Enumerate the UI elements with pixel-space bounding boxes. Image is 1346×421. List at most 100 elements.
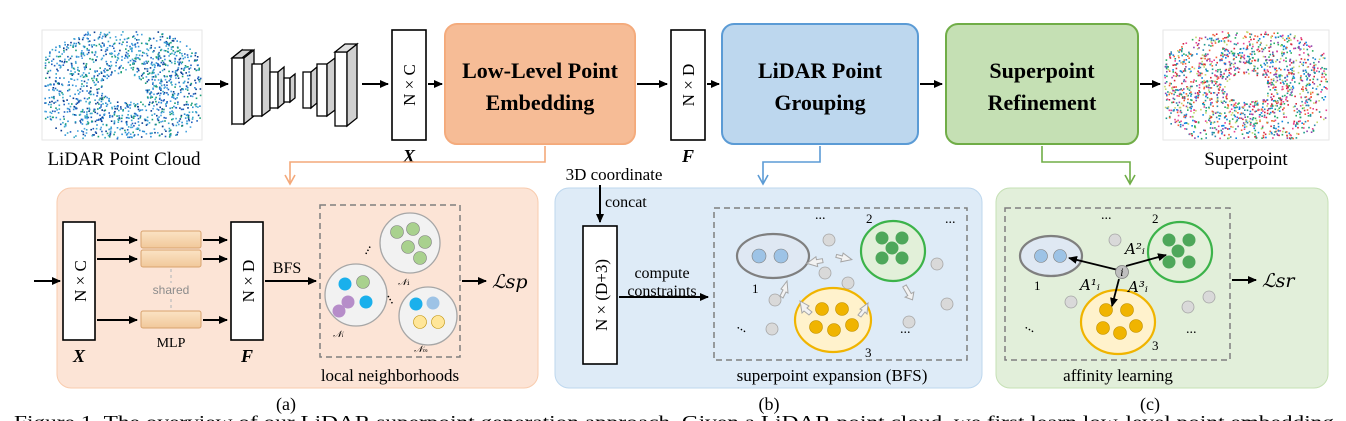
point-cloud-dot bbox=[1281, 79, 1284, 82]
point-cloud-dot bbox=[1195, 121, 1197, 123]
point-cloud-dot bbox=[1272, 83, 1274, 86]
point-cloud-dot bbox=[100, 58, 103, 61]
point-cloud-dot bbox=[1251, 50, 1253, 53]
point-cloud-dot bbox=[1268, 56, 1270, 58]
point-cloud-dot bbox=[63, 125, 66, 128]
point-cloud-dot bbox=[1183, 80, 1185, 83]
point-cloud-dot bbox=[1325, 87, 1327, 89]
point-cloud-dot bbox=[103, 71, 106, 73]
point-cloud-dot bbox=[91, 46, 93, 48]
point-cloud-dot bbox=[1295, 114, 1297, 117]
point-cloud-dot bbox=[1198, 63, 1201, 66]
point-cloud-dot bbox=[109, 52, 111, 55]
point-cloud-dot bbox=[1289, 134, 1291, 136]
point-cloud-dot bbox=[1170, 109, 1173, 112]
point-cloud-dot bbox=[80, 121, 82, 124]
point-cloud-dot bbox=[1269, 53, 1272, 56]
point-cloud-dot bbox=[1228, 35, 1231, 37]
point-cloud-dot bbox=[1256, 104, 1258, 106]
point-cloud-dot bbox=[1248, 60, 1250, 62]
point-cloud-dot bbox=[1224, 37, 1226, 39]
point-cloud-dot bbox=[1221, 89, 1223, 92]
point-cloud-dot bbox=[1179, 92, 1181, 95]
point-cloud-dot bbox=[1276, 102, 1278, 105]
point-cloud-dot bbox=[1282, 37, 1284, 40]
point-cloud-dot bbox=[1272, 95, 1275, 98]
point-cloud-dot bbox=[1267, 70, 1269, 73]
point-cloud-dot bbox=[1285, 98, 1287, 101]
point-cloud-dot bbox=[1187, 94, 1189, 97]
point-cloud-dot bbox=[52, 88, 54, 91]
point-cloud-dot bbox=[1228, 61, 1231, 63]
point-cloud-dot bbox=[69, 131, 72, 133]
point-cloud-dot bbox=[57, 70, 59, 72]
point-cloud-dot bbox=[169, 53, 172, 55]
point-cloud-dot bbox=[1264, 47, 1266, 49]
svg-text:Grouping: Grouping bbox=[774, 90, 865, 115]
point-cloud-dot bbox=[88, 72, 90, 74]
point-cloud-dot bbox=[1237, 71, 1240, 73]
point-cloud-dot bbox=[58, 90, 61, 93]
point-cloud-dot bbox=[122, 110, 124, 112]
point-cloud-dot bbox=[1204, 53, 1207, 55]
point-cloud-dot bbox=[45, 59, 47, 61]
point-cloud-dot bbox=[171, 118, 173, 121]
point-cloud-dot bbox=[161, 69, 164, 72]
point-cloud-dot bbox=[191, 102, 193, 105]
point-cloud-dot bbox=[152, 87, 154, 90]
point-cloud-dot bbox=[1313, 75, 1315, 78]
point-cloud-dot bbox=[188, 74, 191, 77]
point-cloud-dot bbox=[137, 45, 140, 48]
point-cloud-dot bbox=[1224, 112, 1226, 114]
point-cloud-dot bbox=[1193, 79, 1195, 81]
backbone-network-icon bbox=[230, 42, 359, 128]
point-cloud-dot bbox=[171, 123, 174, 125]
point-cloud-dot bbox=[111, 52, 114, 55]
point-cloud-dot bbox=[195, 88, 197, 91]
point-cloud-dot bbox=[177, 47, 179, 49]
point-cloud-dot bbox=[153, 93, 155, 96]
point-cloud-dot bbox=[188, 119, 191, 122]
point-cloud-dot bbox=[1255, 135, 1257, 138]
point-cloud-dot bbox=[1250, 113, 1253, 115]
point-cloud-dot bbox=[100, 31, 102, 34]
point-cloud-dot bbox=[139, 129, 141, 132]
point-cloud-dot bbox=[1283, 107, 1285, 109]
point-cloud-dot bbox=[171, 52, 173, 55]
point-cloud-dot bbox=[163, 91, 166, 94]
point-cloud-dot bbox=[74, 93, 76, 96]
point-cloud-dot bbox=[1211, 65, 1214, 67]
point-cloud-dot bbox=[113, 114, 116, 116]
point-cloud-dot bbox=[1318, 70, 1320, 73]
point-cloud-dot bbox=[1183, 88, 1185, 90]
point-cloud-dot bbox=[1203, 86, 1206, 89]
point-cloud-dot bbox=[166, 75, 168, 78]
point-cloud-dot bbox=[1268, 82, 1271, 85]
point-cloud-dot bbox=[179, 107, 181, 109]
point-cloud-dot bbox=[1242, 42, 1245, 45]
point-cloud-dot bbox=[86, 49, 89, 51]
point-cloud-dot bbox=[1190, 91, 1192, 93]
point-cloud-dot bbox=[1291, 69, 1293, 72]
point-cloud-dot bbox=[86, 37, 89, 40]
point-cloud-dot bbox=[1303, 58, 1306, 61]
point-cloud-dot bbox=[1239, 113, 1242, 116]
point-cloud-dot bbox=[1201, 81, 1204, 83]
point-cloud-dot bbox=[125, 116, 128, 119]
point-cloud-dot bbox=[1199, 91, 1201, 93]
point-cloud-dot bbox=[1215, 64, 1217, 66]
point-cloud-dot bbox=[103, 33, 106, 35]
point-cloud-dot bbox=[1323, 57, 1326, 60]
point-cloud-dot bbox=[1299, 116, 1302, 119]
point-cloud-dot bbox=[1185, 93, 1188, 95]
point-cloud-dot bbox=[74, 71, 76, 73]
point-cloud-dot bbox=[1316, 121, 1318, 124]
point-cloud-dot bbox=[1191, 66, 1194, 68]
point-cloud-dot bbox=[73, 42, 75, 45]
point-cloud-dot bbox=[1227, 105, 1230, 107]
point-cloud-dot bbox=[1261, 137, 1263, 139]
point-cloud-dot bbox=[113, 105, 116, 108]
point-cloud-dot bbox=[1258, 50, 1261, 52]
point-cloud-dot bbox=[53, 83, 55, 85]
point-cloud-dot bbox=[1219, 86, 1221, 88]
